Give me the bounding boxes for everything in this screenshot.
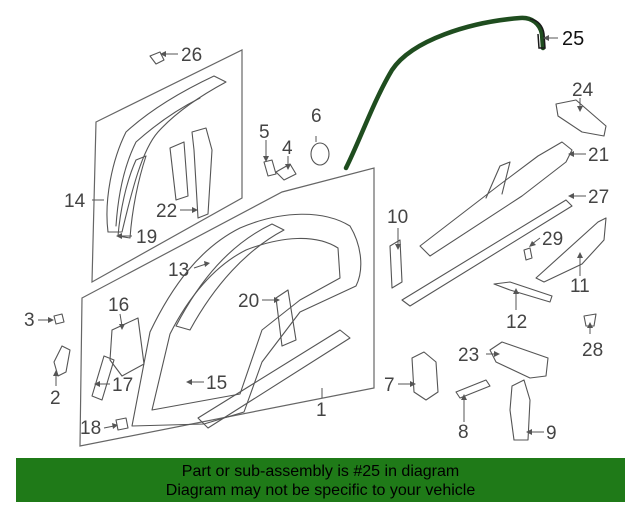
part-24-bracket[interactable] [555,99,607,137]
callout-24: 24 [572,80,594,101]
part-4-bracket[interactable] [275,163,297,181]
callout-12: 12 [506,312,527,333]
part-1-door-opening [151,237,341,411]
part-16-inner-panel[interactable] [109,317,145,377]
part-19-hinge-pillar[interactable] [117,155,147,239]
part-13-roof-rail[interactable] [175,223,285,331]
parts-diagram: 1 2 3 4 5 6 7 8 9 10 11 12 13 14 15 16 1… [24,15,609,447]
callout-26: 26 [181,45,202,66]
callout-6: 6 [311,106,322,127]
part-9-bracket[interactable] [509,379,531,441]
part-28-grommet[interactable] [583,313,597,327]
part-3-clip[interactable] [53,313,65,325]
callout-2: 2 [50,388,61,409]
part-18-clip[interactable] [115,417,129,431]
leader-lines [38,35,593,435]
part-1-body-side-outer[interactable] [131,213,362,427]
callout-14: 14 [64,191,86,212]
part-5-clip[interactable] [263,159,277,177]
part-25-roof-molding-outline [529,18,546,49]
part-17-brace[interactable] [91,355,115,401]
banner-line-1: Part or sub-assembly is #25 in diagram [181,463,460,480]
part-22-center-pillar-inner [169,141,189,201]
callout-7: 7 [384,375,395,396]
part-7-bracket[interactable] [411,351,439,401]
callout-28: 28 [582,340,603,361]
part-23-bracket[interactable] [489,341,549,379]
callout-18: 18 [80,418,101,439]
callout-25: 25 [562,28,584,50]
callout-9: 9 [546,423,557,444]
part-25-roof-molding[interactable] [343,15,546,171]
callout-8: 8 [458,422,469,443]
part-11-trim[interactable] [535,217,607,283]
callout-11: 11 [570,276,590,297]
notice-banner: Part or sub-assembly is #25 in diagram D… [16,458,625,502]
callout-21: 21 [588,145,609,166]
callout-27: 27 [588,187,609,208]
part-15-rocker[interactable] [197,329,351,429]
callout-13: 13 [168,260,189,281]
panel-body-side-group [79,167,375,447]
part-27-rocker-panel[interactable] [401,199,573,307]
part-12-bracket[interactable] [493,281,553,303]
part-10-trim[interactable] [389,239,403,289]
callout-4: 4 [282,138,293,159]
part-6-fuel-door[interactable] [310,142,330,166]
part-14-inner-pillar-inner [115,97,201,227]
part-21-quarter-inner-edge [485,161,511,199]
callout-23: 23 [458,345,479,366]
part-21-quarter-inner[interactable] [419,141,573,257]
callout-22: 22 [156,201,177,222]
callout-labels: 1 2 3 4 5 6 7 8 9 10 11 12 13 14 15 16 1… [24,28,609,444]
callout-5: 5 [259,122,270,143]
callout-16: 16 [108,295,129,316]
part-20-center-pillar-reinf[interactable] [275,289,297,347]
callout-17: 17 [112,375,133,396]
callout-15: 15 [206,373,227,394]
callout-3: 3 [24,310,35,331]
part-14-inner-pillar[interactable] [106,75,227,233]
banner-line-2: Diagram may not be specific to your vehi… [165,482,476,499]
panel-inner-pillar-group [91,49,243,284]
part-29-clip[interactable] [523,247,533,261]
part-8-plate[interactable] [455,379,491,399]
callout-20: 20 [238,291,259,312]
part-26-bracket[interactable] [149,51,165,65]
callout-10: 10 [387,207,408,228]
part-22-center-pillar[interactable] [191,127,213,219]
callout-29: 29 [542,229,563,250]
callout-1: 1 [316,400,327,421]
callout-19: 19 [136,227,157,248]
